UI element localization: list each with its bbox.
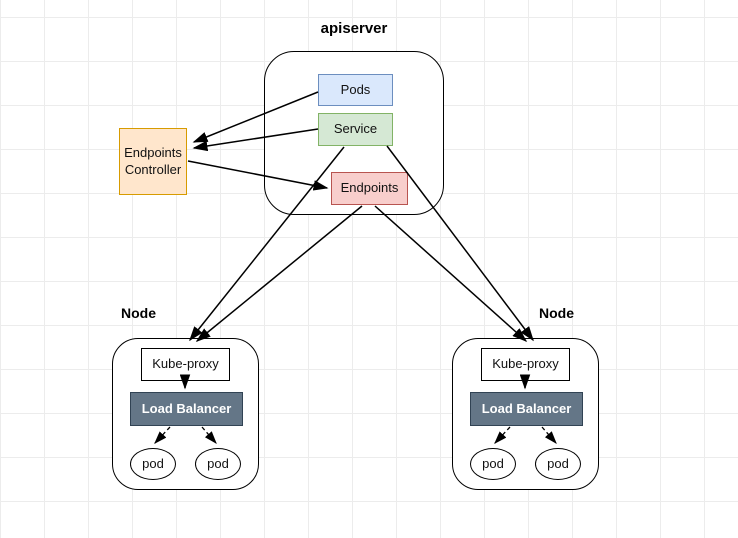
edge-endpoints-to-kube-proxy-left — [195, 205, 363, 342]
pods-label: Pods — [340, 81, 371, 97]
pod-label-right-2-wrap: pod — [535, 448, 581, 480]
node-right-label: Node — [539, 305, 574, 321]
pod-label-right-1: pod — [482, 455, 504, 471]
kube-proxy-box-left: Kube-proxy — [141, 348, 230, 381]
endpoints-controller-box: Endpoints Controller — [119, 128, 187, 195]
node-left-label: Node — [121, 305, 156, 321]
load-balancer-label-right: Load Balancer — [481, 400, 572, 416]
kube-proxy-box-right: Kube-proxy — [481, 348, 570, 381]
load-balancer-box-right: Load Balancer — [470, 392, 583, 426]
endpoints-controller-label: Endpoints Controller — [124, 145, 182, 177]
pod-label-left-2: pod — [207, 455, 229, 471]
endpoints-box: Endpoints — [331, 172, 408, 205]
kube-proxy-label-right: Kube-proxy — [492, 356, 559, 372]
kube-proxy-label-left: Kube-proxy — [152, 356, 219, 372]
pods-box: Pods — [318, 74, 393, 106]
pod-label-left-1: pod — [142, 455, 164, 471]
pod-ellipse-left-2: pod — [195, 448, 241, 480]
endpoints-label: Endpoints — [340, 180, 399, 196]
pod-label-right-2: pod — [547, 455, 569, 471]
pod-ellipse-right-1: pod — [470, 448, 516, 480]
service-box: Service — [318, 113, 393, 146]
apiserver-title: apiserver — [320, 20, 388, 37]
pod-ellipse-left-1: pod — [130, 448, 176, 480]
load-balancer-box-left: Load Balancer — [130, 392, 243, 426]
service-label: Service — [333, 121, 378, 137]
edge-endpoints-to-kube-proxy-right — [374, 205, 528, 342]
load-balancer-label-left: Load Balancer — [141, 400, 232, 416]
